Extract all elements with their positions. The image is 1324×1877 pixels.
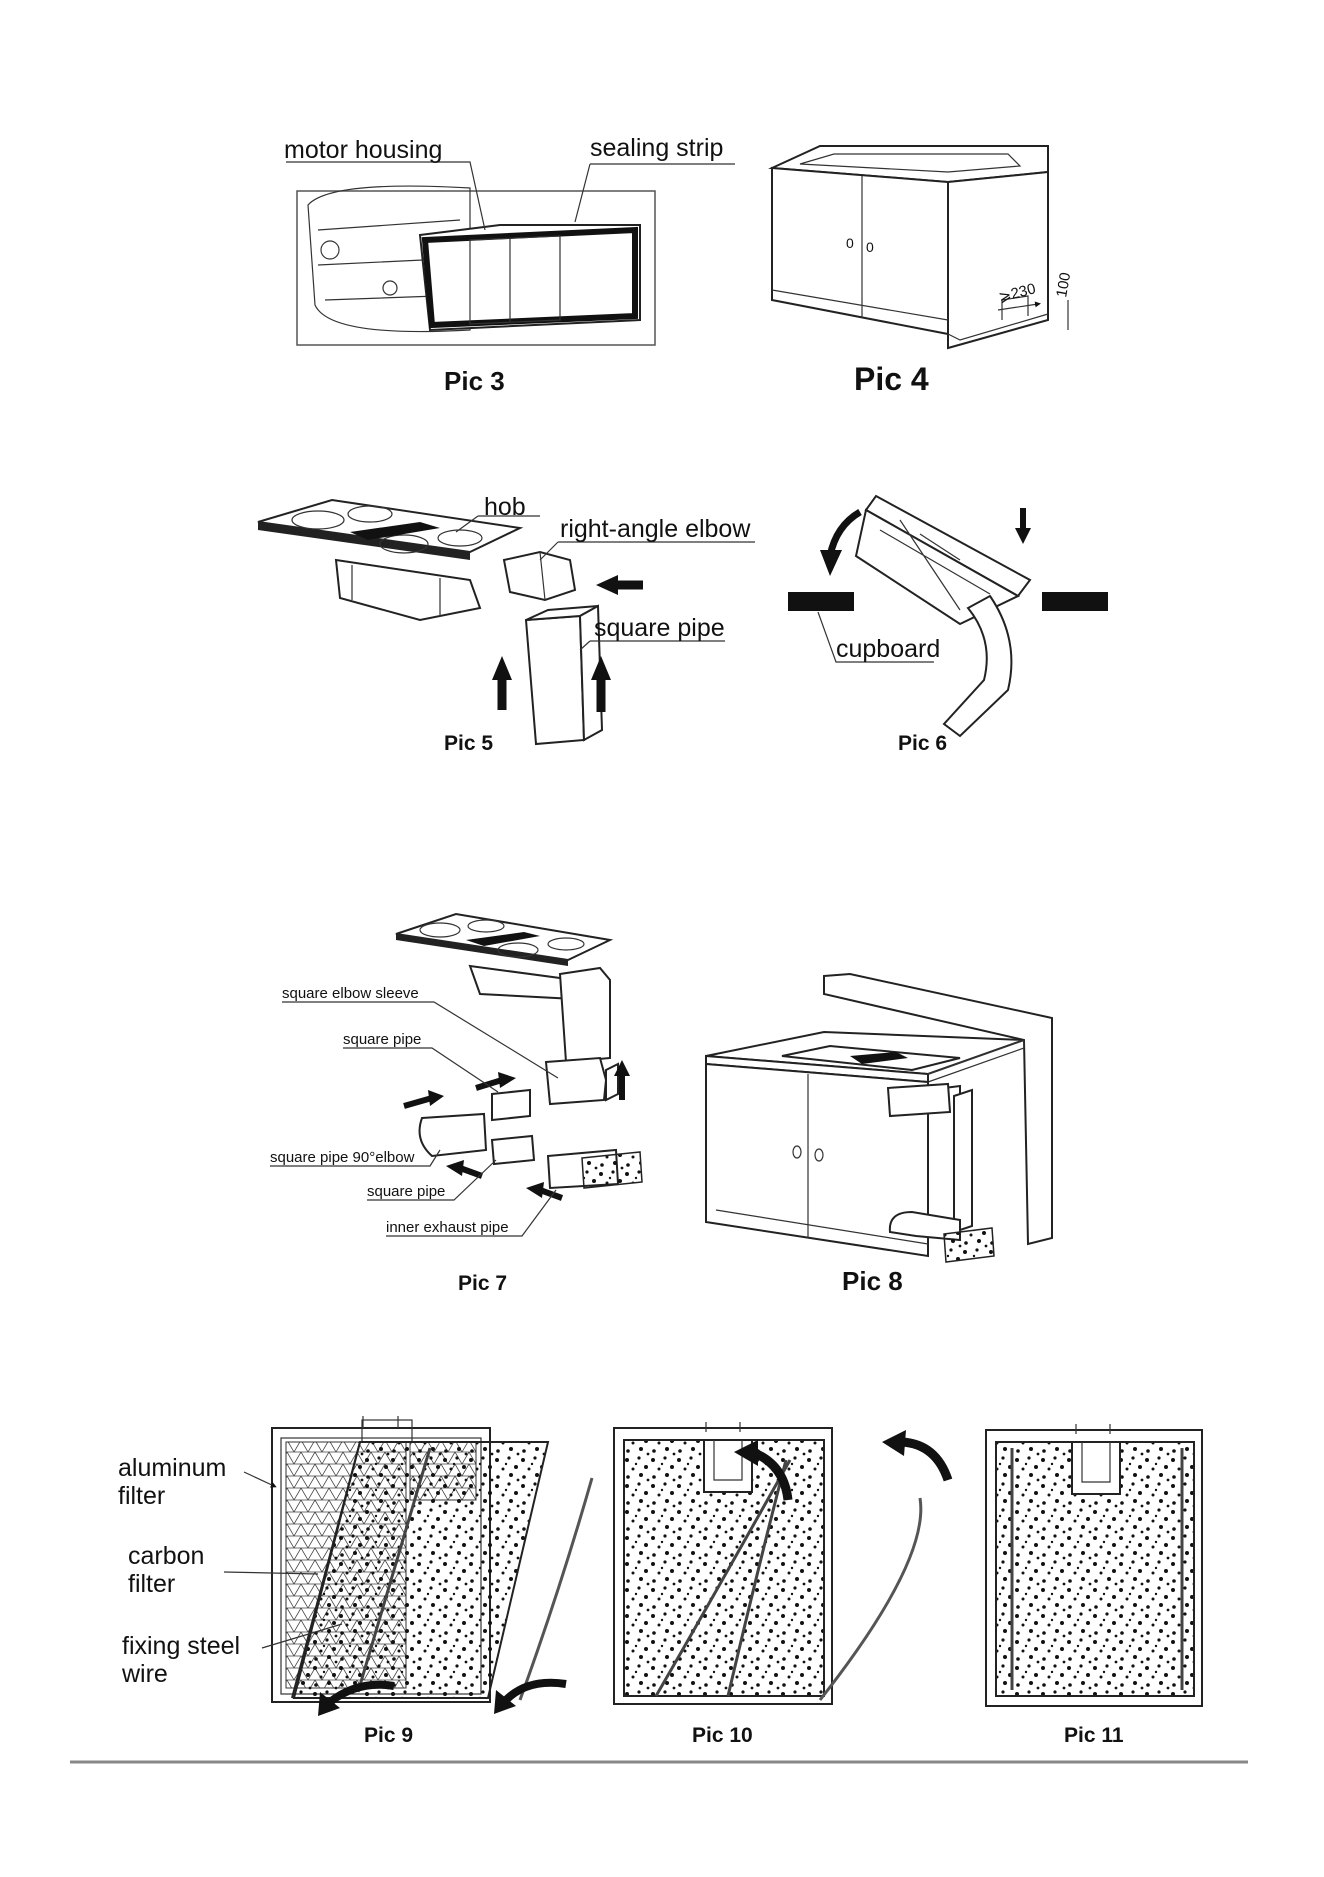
pic4-caption: Pic 4 [854,361,929,397]
pic9-label-carbon-1: carbon [128,1542,204,1570]
pic9-label-carbon-2: filter [128,1570,175,1598]
pic6-label-cupboard: cupboard [836,635,940,663]
pic3-label-motor-housing: motor housing [284,136,442,164]
svg-text:0: 0 [846,235,854,251]
pic5-label-elbow: right-angle elbow [560,515,751,543]
pic9-label-wire-1: fixing steel [122,1632,240,1660]
pic7-label-inner-exhaust: inner exhaust pipe [386,1219,509,1236]
pic7-label-square-pipe-a: square pipe [343,1031,421,1048]
pic9-label-aluminum-1: aluminum [118,1454,226,1482]
pic9-label-aluminum-2: filter [118,1482,165,1510]
pic6-figure: cupboard Pic 6 [788,496,1108,755]
pic7-label-sleeve: square elbow sleeve [282,985,419,1002]
pic4-figure: 0 0 ⩾230 100 Pic 4 [772,146,1074,397]
pic5-label-hob: hob [484,493,526,521]
pic5-caption: Pic 5 [444,732,493,755]
pic3-label-sealing-strip: sealing strip [590,134,723,162]
pic5-figure: hob right-angle elbow square pipe Pic 5 [258,493,755,755]
pic4-dim-height: 100 [1053,271,1074,299]
pic10-caption: Pic 10 [692,1724,753,1747]
pic7-label-square-pipe-b: square pipe [367,1183,445,1200]
pic7-figure: square elbow sleeve square pipe square p… [270,914,642,1295]
pic3-caption: Pic 3 [444,366,505,396]
pic8-caption: Pic 8 [842,1266,903,1296]
pic9-label-wire-2: wire [121,1660,168,1688]
pic11-figure: Pic 11 [986,1424,1202,1747]
pic6-caption: Pic 6 [898,732,947,755]
pic3-figure: motor housing sealing strip Pic 3 [284,134,735,396]
pic5-label-square-pipe: square pipe [594,614,725,642]
pic7-caption: Pic 7 [458,1272,507,1295]
svg-text:0: 0 [866,239,874,255]
pic9-caption: Pic 9 [364,1724,413,1747]
pic7-label-elbow90: square pipe 90°elbow [270,1149,415,1166]
pic9-figure: aluminum filter carbon filter fixing ste… [118,1416,592,1747]
pic11-caption: Pic 11 [1064,1724,1124,1747]
pic10-figure: Pic 10 [614,1422,948,1747]
pic8-figure: Pic 8 [706,974,1052,1296]
